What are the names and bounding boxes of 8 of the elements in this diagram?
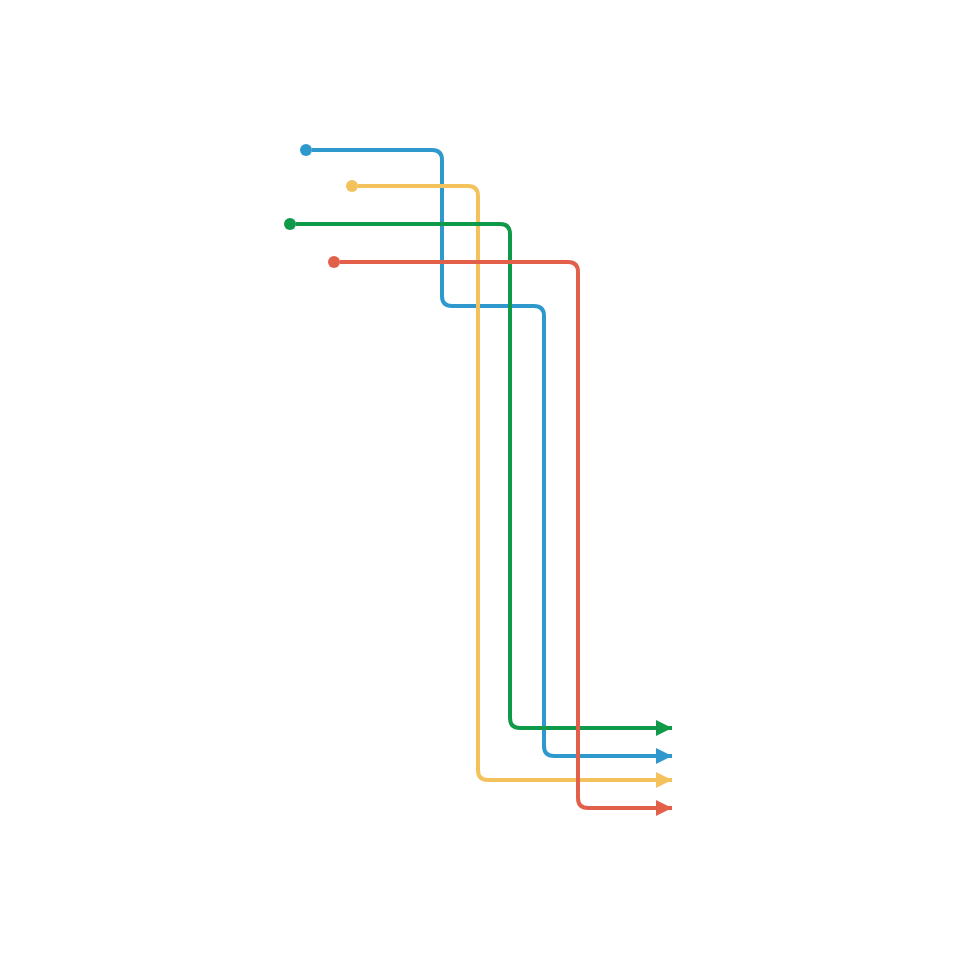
- arrow: [296, 222, 672, 736]
- arrow: [340, 260, 672, 816]
- arrow: [358, 184, 672, 788]
- start-dot: [300, 144, 312, 156]
- arrow: [312, 148, 672, 764]
- start-dot: [346, 180, 358, 192]
- start-dot: [328, 256, 340, 268]
- start-dot: [284, 218, 296, 230]
